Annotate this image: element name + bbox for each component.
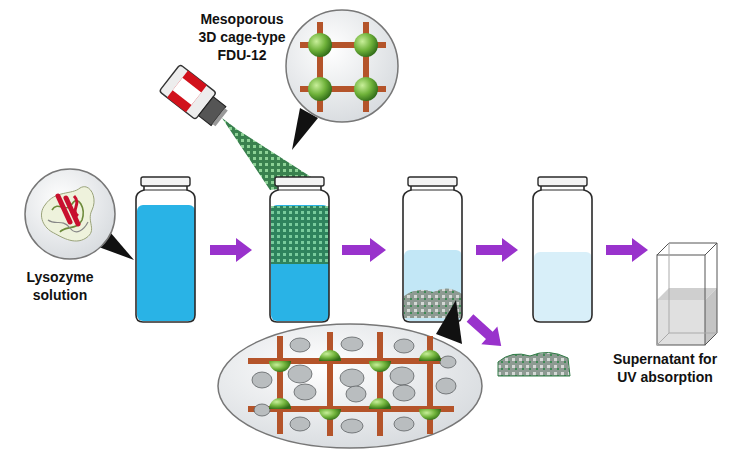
sediment-pile — [498, 352, 570, 376]
loaded-lattice-bubble-part-part — [254, 404, 270, 416]
jar-part — [403, 183, 462, 322]
loaded-lattice-bubble-part-part — [319, 350, 341, 361]
jar — [533, 177, 592, 322]
jar-part — [271, 205, 329, 321]
loaded-lattice-bubble-part — [436, 300, 462, 344]
loaded-lattice-bubble-part-part — [436, 378, 456, 394]
fdu12-bubble-part — [286, 10, 398, 122]
lysozyme-bubble-part — [41, 187, 94, 241]
jar — [270, 177, 329, 322]
loaded-lattice-bubble-part-part — [419, 409, 441, 420]
fdu12-bubble-part — [354, 33, 378, 57]
loaded-lattice-bubble-part-part — [252, 372, 272, 388]
reagent-bottle-part-part — [212, 108, 227, 126]
jar-part — [137, 205, 195, 321]
jar-part — [270, 183, 329, 322]
lysozyme-bubble-part — [25, 169, 115, 259]
label-box: Lysozyme solution — [14, 268, 106, 304]
cuvette-part — [705, 288, 717, 345]
loaded-lattice-bubble-part — [252, 337, 456, 433]
cuvette-part-part — [669, 243, 670, 333]
loaded-lattice-bubble-part-part — [269, 398, 291, 409]
cuvette-part — [657, 300, 705, 345]
loaded-lattice-bubble-part — [327, 332, 333, 436]
loaded-lattice-bubble-part — [218, 324, 482, 448]
cuvette-part-part — [657, 333, 669, 345]
figure-label: Supernatant for UV absorption — [606, 350, 724, 386]
process-arrow-part — [606, 238, 648, 262]
jar-part — [271, 206, 329, 264]
loaded-lattice-bubble-part-part — [341, 337, 363, 351]
loaded-lattice-bubble-part-part — [369, 398, 391, 409]
reagent-bottle-part-part — [167, 71, 207, 113]
cuvette-part-part — [705, 333, 717, 345]
fdu12-bubble-part — [308, 33, 332, 57]
loaded-lattice-bubble-part-part — [269, 361, 291, 372]
reagent-bottle — [159, 64, 322, 190]
jar — [403, 177, 462, 322]
jar-part — [403, 177, 462, 322]
label-box: Supernatant for UV absorption — [606, 350, 724, 386]
process-arrow-part-part — [462, 309, 509, 355]
jar-part — [533, 183, 592, 322]
reagent-bottle-part — [159, 64, 232, 131]
loaded-lattice-bubble-part-part — [294, 384, 316, 400]
process-arrow-part — [462, 309, 509, 355]
fdu12-bubble — [286, 10, 398, 150]
jar-part — [270, 177, 329, 322]
jar-part — [533, 177, 592, 322]
cuvette-part-part — [669, 333, 717, 334]
lysozyme-bubble-part — [58, 196, 78, 224]
process-arrow-part — [210, 238, 252, 262]
loaded-lattice-bubble-part-part — [394, 339, 414, 353]
reagent-bottle-part-part — [173, 78, 202, 105]
sediment-pile-part — [498, 352, 570, 376]
cuvette-part-part — [657, 255, 705, 345]
loaded-lattice-bubble-part-part — [440, 356, 456, 368]
label-box: Mesoporous 3D cage-type FDU-12 — [192, 10, 292, 64]
fdu12-bubble-part — [308, 77, 332, 101]
loaded-lattice-bubble-part-part — [393, 385, 415, 401]
lysozyme-bubble-part — [48, 220, 88, 232]
process-arrow-part — [476, 238, 518, 262]
loaded-lattice-bubble-part — [377, 332, 383, 436]
loaded-lattice-bubble-part-part — [369, 361, 391, 372]
loaded-lattice-bubble-part-part — [346, 386, 366, 402]
jar-part — [136, 177, 195, 322]
loaded-lattice-bubble-part — [269, 350, 441, 420]
jar-part — [136, 183, 195, 322]
cuvette — [657, 243, 717, 345]
cuvette-part-part — [657, 243, 717, 255]
loaded-lattice-bubble — [218, 300, 482, 448]
loaded-lattice-bubble-part-part — [419, 350, 441, 361]
jar-part — [534, 252, 592, 321]
loaded-lattice-bubble-part — [277, 336, 283, 434]
process-arrow-part — [342, 238, 386, 262]
reagent-bottle-part-part — [198, 97, 225, 126]
loaded-lattice-bubble-part-part — [290, 338, 310, 352]
figure-label: Lysozyme solution — [14, 268, 106, 304]
lysozyme-bubble — [25, 169, 134, 260]
lysozyme-bubble-part — [74, 196, 78, 216]
loaded-lattice-bubble-part-part — [288, 365, 312, 383]
loaded-lattice-bubble-part-part — [394, 417, 414, 431]
loaded-lattice-bubble-part-part — [390, 367, 414, 385]
figure-label: Mesoporous 3D cage-type FDU-12 — [192, 10, 292, 64]
loaded-lattice-bubble-part-part — [341, 419, 363, 433]
loaded-lattice-bubble-part-part — [290, 417, 310, 431]
fdu12-bubble-part — [354, 77, 378, 101]
cuvette-part — [657, 243, 717, 345]
jar — [136, 177, 195, 322]
cuvette-part-part — [717, 243, 718, 333]
loaded-lattice-bubble-part-part — [319, 409, 341, 420]
loaded-lattice-bubble-part-part — [340, 369, 364, 387]
